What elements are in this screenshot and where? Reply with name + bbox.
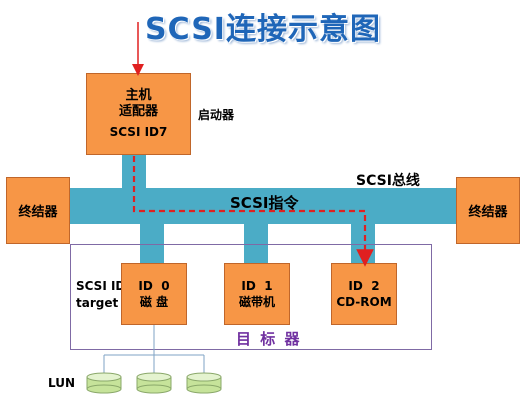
device-id1-name: 磁带机	[238, 295, 275, 309]
terminator-right-label: 终结器	[468, 205, 508, 220]
device-id2-label: ID 2	[348, 279, 380, 293]
terminator-right: 终结器	[456, 177, 520, 244]
device-id0-label: ID 0	[138, 279, 170, 293]
device-id0-name: 磁 盘	[139, 295, 169, 309]
device-id1-label: ID 1	[241, 279, 273, 293]
lun-disk-2	[136, 372, 172, 394]
bus-label: SCSI总线	[356, 173, 420, 189]
target-side-label-line1: SCSI ID	[76, 279, 126, 293]
host-adapter-box: 主机 适配器 SCSI ID7	[86, 73, 191, 155]
bus-stub-id1	[244, 222, 268, 264]
terminator-left: 终结器	[6, 177, 70, 244]
target-label: 目 标 器	[236, 330, 302, 348]
target-frame	[70, 244, 432, 350]
target-side-label-line2: target	[76, 296, 119, 310]
target-side-label: SCSI ID target	[76, 278, 125, 312]
lun-disk-3	[186, 372, 222, 394]
bus-stub-id0	[140, 222, 164, 264]
host-adapter-line1: 主机	[125, 88, 152, 103]
terminator-left-label: 终结器	[18, 205, 58, 220]
device-box-id0: ID 0 磁 盘	[121, 263, 187, 325]
command-label: SCSI指令	[230, 194, 299, 212]
initiator-label: 启动器	[198, 108, 235, 122]
lun-disk-1	[86, 372, 122, 394]
host-adapter-scsi-id: SCSI ID7	[109, 125, 168, 139]
lun-label: LUN	[48, 376, 76, 390]
device-box-id1: ID 1 磁带机	[224, 263, 290, 325]
device-id2-name: CD-ROM	[336, 295, 392, 309]
diagram-title: SCSI连接示意图	[145, 12, 381, 47]
lun-connectors	[103, 325, 205, 374]
host-adapter-line2: 适配器	[118, 104, 158, 119]
command-path-arrow	[132, 156, 374, 267]
